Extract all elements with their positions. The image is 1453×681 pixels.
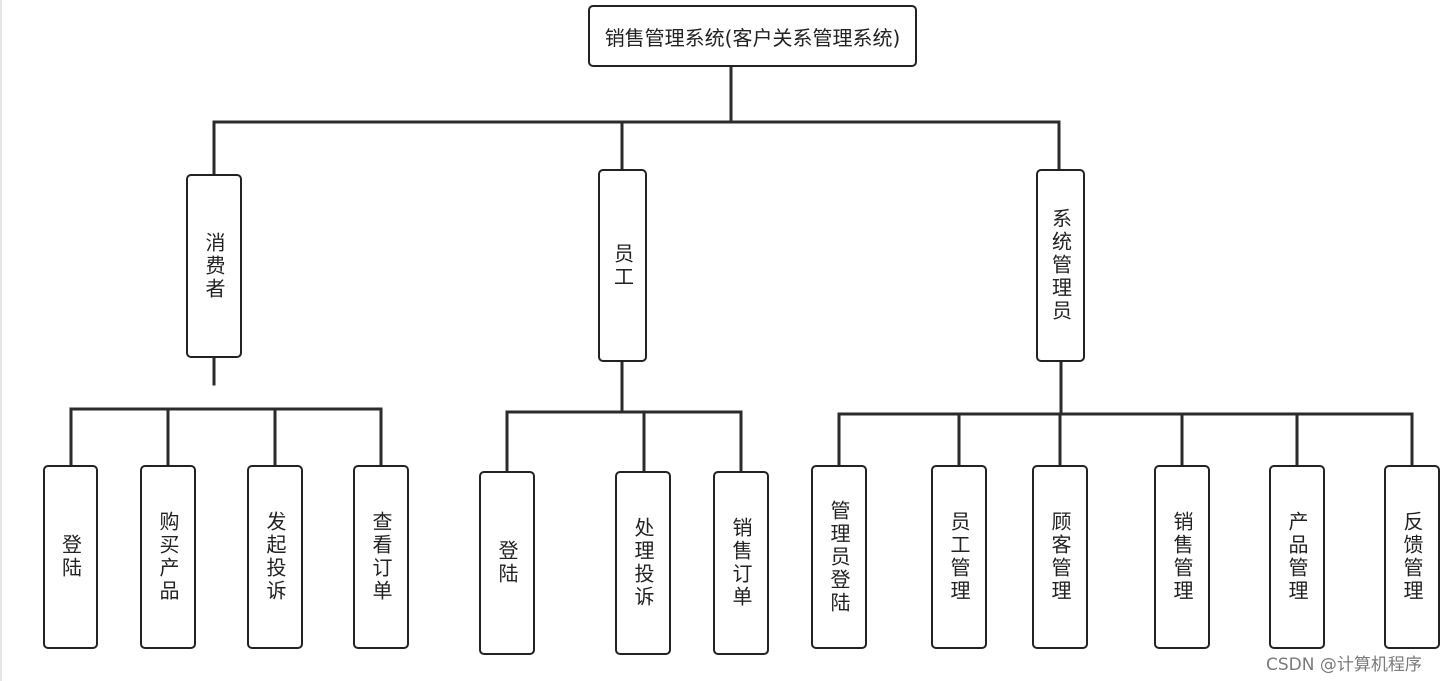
branch-label-admin: 系统管理员 xyxy=(1048,208,1073,323)
leaf-node-view-orders: 查看订单 xyxy=(353,465,409,649)
leaf-node-admin-login: 管理员登陆 xyxy=(811,465,867,649)
leaf-label: 登陆 xyxy=(495,540,519,586)
watermark-text: CSDN @计算机程序 xyxy=(1266,655,1422,675)
leaf-label: 处理投诉 xyxy=(631,517,655,609)
leaf-node-handle-complaint: 处理投诉 xyxy=(615,471,671,655)
leaf-node-consumer-login: 登陆 xyxy=(43,465,98,649)
root-label: 销售管理系统(客户关系管理系统) xyxy=(604,25,901,50)
leaf-node-file-complaint: 发起投诉 xyxy=(247,465,303,649)
branch-node-admin: 系统管理员 xyxy=(1036,169,1085,362)
leaf-label: 发起投诉 xyxy=(263,511,287,603)
branch-node-employee: 员工 xyxy=(598,169,647,362)
leaf-node-sales-orders: 销售订单 xyxy=(713,471,769,655)
leaf-node-employee-login: 登陆 xyxy=(479,471,535,655)
branch-label-consumer: 消费者 xyxy=(202,231,226,301)
leaf-label: 查看订单 xyxy=(369,511,393,603)
leaf-label: 顾客管理 xyxy=(1048,511,1072,603)
root-node: 销售管理系统(客户关系管理系统) xyxy=(588,5,917,67)
leaf-label: 产品管理 xyxy=(1285,511,1309,603)
leaf-node-sales-management: 销售管理 xyxy=(1154,465,1210,649)
leaf-node-buy-product: 购买产品 xyxy=(140,465,196,649)
branch-label-employee: 员工 xyxy=(610,242,635,289)
branch-node-consumer: 消费者 xyxy=(186,174,242,358)
leaf-label: 销售管理 xyxy=(1170,511,1194,603)
leaf-node-feedback-management: 反馈管理 xyxy=(1384,465,1440,649)
leaf-node-employee-management: 员工管理 xyxy=(931,465,987,649)
leaf-label: 员工管理 xyxy=(947,511,971,603)
leaf-label: 管理员登陆 xyxy=(827,499,851,615)
leaf-node-customer-management: 顾客管理 xyxy=(1032,465,1088,649)
leaf-label: 反馈管理 xyxy=(1400,511,1424,603)
leaf-label: 购买产品 xyxy=(156,511,180,603)
leaf-label: 销售订单 xyxy=(729,517,753,609)
left-edge-divider xyxy=(0,0,2,681)
leaf-label: 登陆 xyxy=(58,534,83,580)
leaf-node-product-management: 产品管理 xyxy=(1269,465,1325,649)
